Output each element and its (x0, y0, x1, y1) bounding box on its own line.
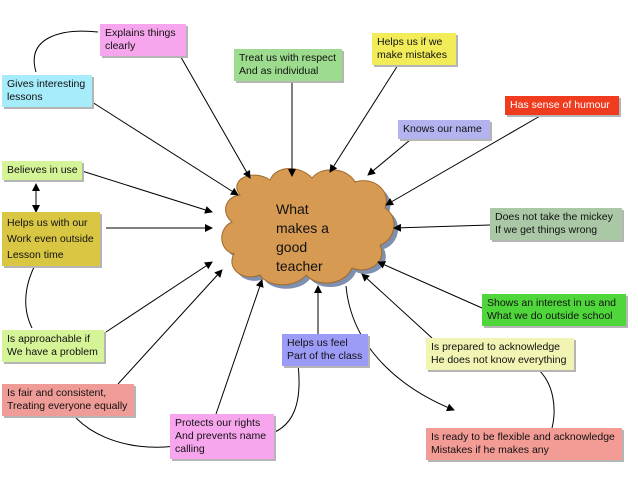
box-explains-things-clearly: Explains things clearly (100, 24, 186, 56)
box-line: Gives interesting (7, 78, 86, 90)
curve-acknowledge-flexible (533, 365, 555, 429)
box-line: We have a problem (7, 346, 98, 358)
box-line: If we get things wrong (495, 224, 598, 236)
arrow-rights (215, 279, 264, 415)
box-line: make mistakes (377, 49, 448, 61)
box-line: calling (175, 443, 205, 455)
center-line: What (276, 201, 309, 217)
box-line: Work even outside (7, 233, 94, 245)
center-line: good (276, 239, 308, 255)
box-line: Is ready to be flexible and acknowledge (431, 431, 615, 443)
arrow-explains (177, 51, 251, 179)
curve-cloud-flexible (345, 285, 455, 412)
box-line: Helps us with our (7, 217, 88, 229)
box-line: Is approachable if (7, 333, 90, 345)
arrow-acknowledge (361, 273, 433, 339)
box-gives-interesting-lessons: Gives interesting lessons (2, 75, 92, 107)
box-line: Knows our name (403, 123, 482, 135)
arrow-humour (385, 115, 541, 206)
center-line: teacher (276, 258, 323, 274)
center-question: What makes a good teacher (276, 200, 329, 276)
box-line: Shows an interest in us and (487, 297, 616, 309)
box-helps-with-mistakes: Helps us if we make mistakes (372, 33, 456, 65)
box-line: And prevents name (175, 430, 267, 442)
curve-work-approachable (25, 262, 37, 329)
box-helps-with-work: Helps us with our Work even outside Less… (2, 212, 100, 266)
box-line: Explains things (105, 27, 176, 39)
arrow-believes (81, 170, 213, 214)
arrow-mistakes (329, 64, 399, 173)
box-believes-in-us: Believes in use (2, 161, 82, 180)
arrow-interesting (91, 101, 239, 196)
box-line: Protects our rights (175, 417, 261, 429)
box-line: Mistakes if he makes any (431, 444, 549, 456)
box-is-approachable: Is approachable if We have a problem (2, 330, 104, 362)
box-line: Does not take the mickey (495, 211, 613, 223)
box-line: Has sense of humour (510, 99, 610, 111)
box-line: Helps us if we (377, 36, 443, 48)
box-treat-with-respect: Treat us with respect And as individual (234, 49, 342, 81)
box-prepared-to-acknowledge: Is prepared to acknowledge He does not k… (426, 338, 574, 370)
arrow-fair (117, 269, 223, 385)
box-knows-our-name: Knows our name (398, 120, 490, 139)
arrow-mickey (393, 223, 491, 232)
arrow-approachable (105, 261, 213, 333)
box-line: Is fair and consistent, (7, 387, 107, 399)
box-line: Treat us with respect (239, 52, 337, 64)
box-ready-to-be-flexible: Is ready to be flexible and acknowledge … (426, 428, 622, 460)
box-line: And as individual (239, 65, 319, 77)
box-line: He does not know everything (431, 354, 567, 366)
box-line: Treating everyone equally (7, 400, 128, 412)
box-line: Believes in use (7, 164, 78, 176)
box-shows-interest: Shows an interest in us and What we do o… (482, 294, 626, 326)
box-sense-of-humour: Has sense of humour (505, 96, 619, 115)
box-line: What we do outside school (487, 310, 613, 322)
box-line: Lesson time (7, 249, 64, 261)
box-line: lessons (7, 91, 43, 103)
thought-cloud (221, 168, 395, 286)
box-line: Part of the class (287, 350, 363, 362)
box-protects-our-rights: Protects our rights And prevents name ca… (170, 414, 274, 459)
arrow-interest (377, 261, 483, 309)
curve-explains-interesting (33, 30, 99, 73)
box-line: Is prepared to acknowledge (431, 341, 560, 353)
arrow-name (367, 139, 411, 176)
box-helps-us-feel: Helps us feel Part of the class (282, 334, 368, 366)
box-does-not-take-mickey: Does not take the mickey If we get thing… (490, 208, 622, 240)
box-line: Helps us feel (287, 337, 348, 349)
center-line: makes a (276, 220, 329, 236)
box-fair-and-consistent: Is fair and consistent, Treating everyon… (2, 384, 134, 416)
box-line: clearly (105, 40, 136, 52)
